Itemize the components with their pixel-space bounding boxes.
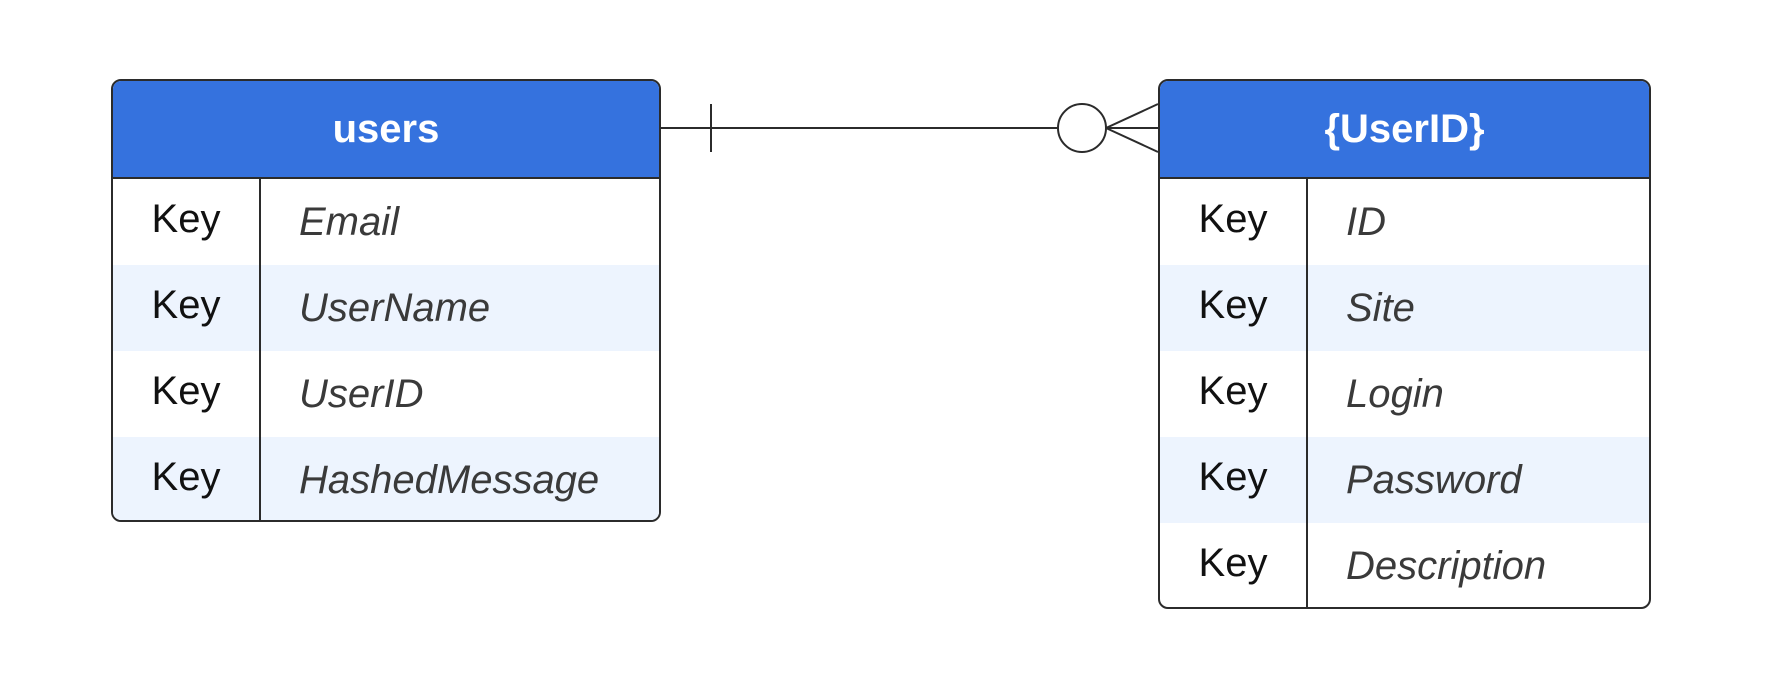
column-divider [1306, 179, 1308, 607]
field-name-email: Email [299, 199, 400, 244]
key-cell: Key [151, 454, 221, 499]
key-cell: Key [1198, 196, 1268, 241]
field-name-id: ID [1346, 199, 1386, 244]
key-cell: Key [151, 196, 221, 241]
crowfoot-upper-line [1105, 103, 1159, 129]
field-name-login: Login [1346, 371, 1444, 416]
entity-userid-title: {UserID} [1324, 106, 1485, 151]
entity-userid[interactable]: {UserID} Key ID Key Site Key Login Key P… [1158, 79, 1651, 609]
crowfoot-lower-line [1105, 127, 1159, 153]
column-divider [259, 179, 261, 520]
table-row: Key ID [1160, 179, 1649, 265]
entity-users[interactable]: users Key Email Key UserName Key UserID … [111, 79, 661, 522]
key-cell: Key [1198, 282, 1268, 327]
key-cell: Key [1198, 368, 1268, 413]
table-row: Key Site [1160, 265, 1649, 351]
key-cell: Key [151, 368, 221, 413]
table-row: Key Password [1160, 437, 1649, 523]
field-name-username: UserName [299, 285, 491, 330]
table-row: Key Description [1160, 523, 1649, 607]
entity-userid-body: Key ID Key Site Key Login Key Password K… [1160, 179, 1649, 607]
entity-users-body: Key Email Key UserName Key UserID Key Ha… [113, 179, 659, 520]
table-row: Key HashedMessage [113, 437, 659, 520]
field-name-description: Description [1346, 543, 1547, 588]
entity-users-title: users [332, 106, 440, 151]
entity-userid-header: {UserID} [1160, 81, 1649, 179]
field-name-hashedmessage: HashedMessage [299, 457, 600, 502]
key-cell: Key [1198, 540, 1268, 585]
field-name-userid: UserID [299, 371, 424, 416]
key-cell: Key [151, 282, 221, 327]
field-name-site: Site [1346, 285, 1415, 330]
table-row: Key Login [1160, 351, 1649, 437]
key-cell: Key [1198, 454, 1268, 499]
table-row: Key UserID [113, 351, 659, 437]
zero-cardinality-circle [1057, 103, 1107, 153]
table-row: Key Email [113, 179, 659, 265]
field-name-password: Password [1346, 457, 1522, 502]
table-row: Key UserName [113, 265, 659, 351]
entity-users-header: users [113, 81, 659, 179]
